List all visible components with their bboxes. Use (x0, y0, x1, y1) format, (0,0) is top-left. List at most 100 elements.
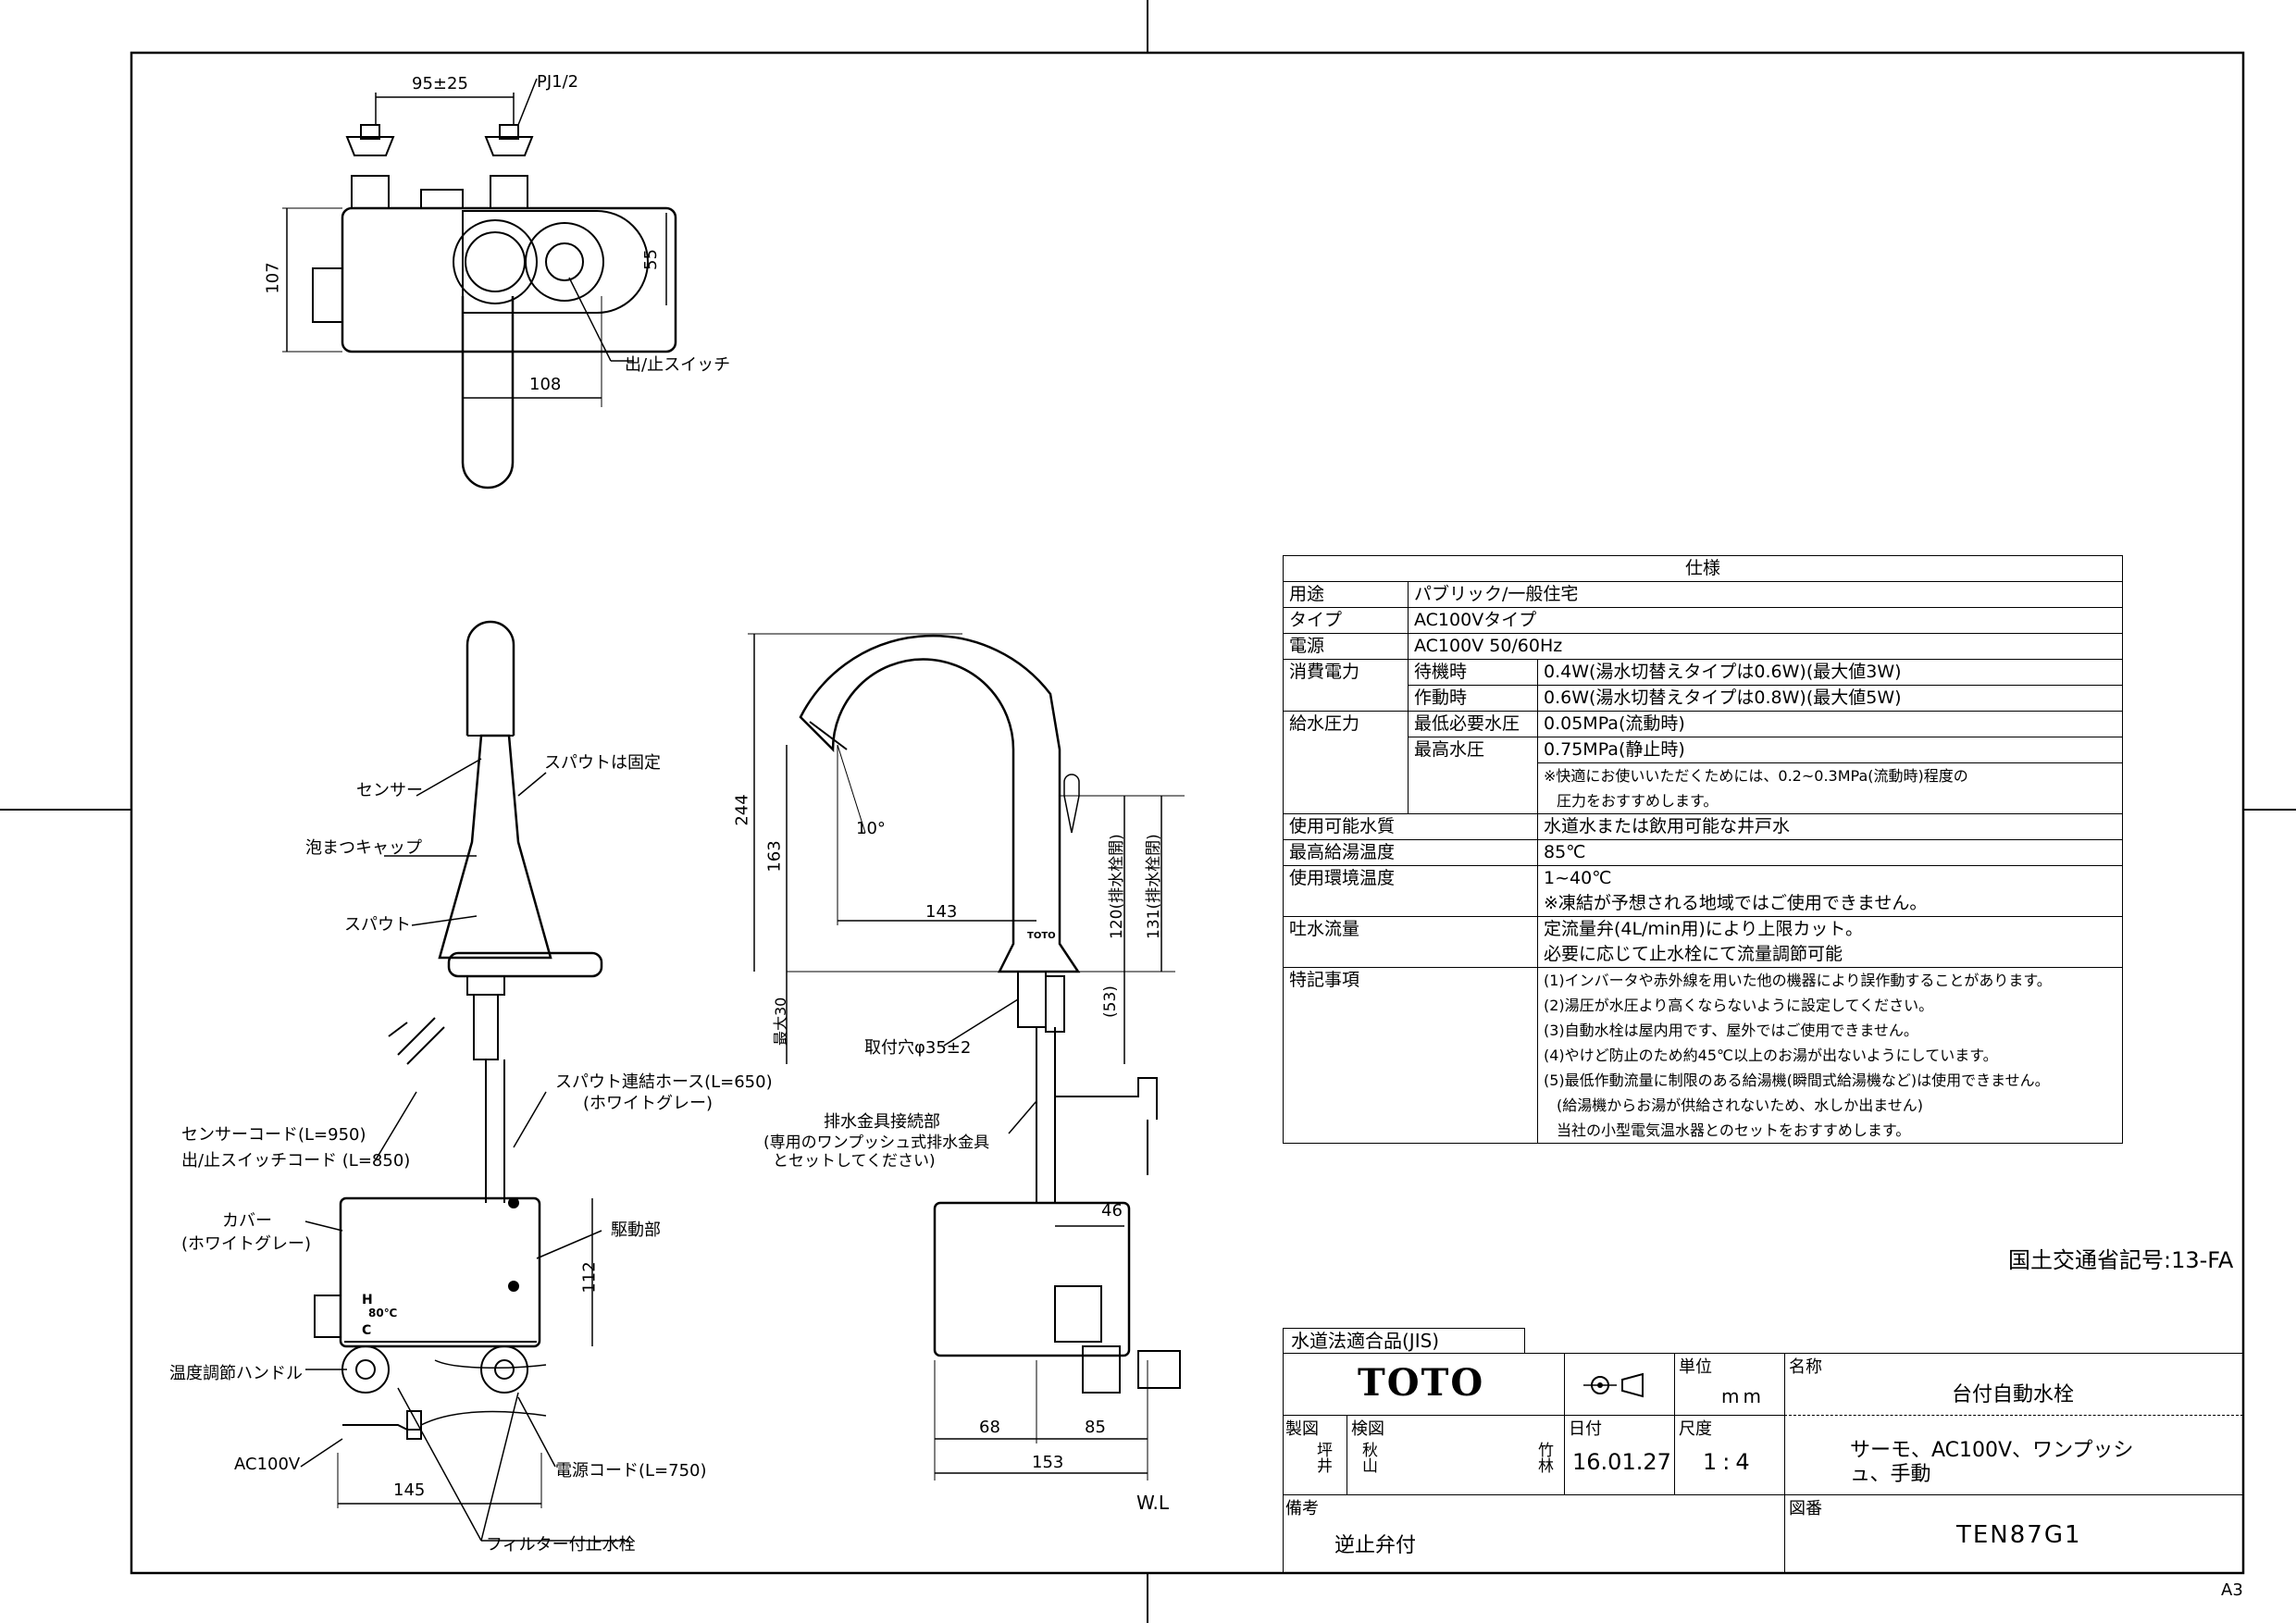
temp-handle-label: 温度調節ハンドル (169, 1364, 303, 1383)
scale-label: 尺度 (1679, 1419, 1712, 1439)
spec-value-pressure-max: 0.75MPa(静止時) (1537, 737, 2123, 763)
spec-pressure-note-1: ※快適にお使いいただくためには、0.2~0.3MPa(流動時)程度の (1537, 762, 2123, 788)
spec-value-use: パブリック/一般住宅 (1408, 581, 2123, 608)
dim-height: 107 (263, 262, 283, 294)
spec-label-power: 消費電力 (1283, 659, 1409, 712)
scale-value: 1:4 (1703, 1449, 1756, 1475)
desc-cell: サーモ、AC100V、ワンプッシ ュ、手動 (1784, 1415, 2243, 1495)
ac-label: AC100V (234, 1455, 301, 1474)
drive-label: 駆動部 (611, 1220, 661, 1240)
temp-80: 80℃ (368, 1307, 398, 1319)
dim-131: 131(排水栓閉) (1145, 834, 1163, 939)
spec-value-pressure-min: 0.05MPa(流動時) (1537, 711, 2123, 737)
spec-value-flow-1: 定流量弁(4L/min用)により上限カット。 (1537, 916, 2123, 942)
spec-label-active: 作動時 (1408, 685, 1538, 712)
dim-153: 153 (1032, 1453, 1064, 1472)
cover-label: カバー (222, 1211, 272, 1231)
dim-pj: PJ1/2 (537, 72, 579, 92)
spec-value-active: 0.6W(湯水切替えタイプは0.8W)(最大値5W) (1537, 685, 2123, 712)
jis-label: 水道法適合品(JIS) (1283, 1328, 1525, 1354)
date-label: 日付 (1569, 1419, 1602, 1439)
unit-label: 単位 (1679, 1357, 1712, 1377)
switch-cord-label: 出/止スイッチコード (L=850) (181, 1151, 411, 1171)
unit-cell: 単位 mm (1674, 1353, 1785, 1416)
spec-note-1: (1)インバータや赤外線を用いた他の機器により誤作動することがあります。 (1537, 967, 2123, 993)
desc-line-1: サーモ、AC100V、ワンプッシ (1850, 1439, 2134, 1462)
sensor-label: センサー (356, 781, 423, 800)
spec-label-standby: 待機時 (1408, 659, 1538, 686)
hose-label: スパウト連結ホース(L=650) (555, 1072, 773, 1092)
spec-label-notes: 特記事項 (1283, 967, 1538, 1144)
spec-value-water: 水道水または飲用可能な井戸水 (1537, 813, 2123, 840)
scale-cell: 尺度 1:4 (1674, 1415, 1785, 1495)
logo-cell: TOTO (1283, 1353, 1565, 1416)
spout-label: スパウト (344, 915, 411, 935)
aerator-label: 泡まつキャップ (305, 838, 422, 858)
dim-85: 85 (1085, 1418, 1106, 1437)
drawn-value: 坪井 (1313, 1442, 1332, 1473)
spec-env-note: ※凍結が予想される地域ではご使用できません。 (1537, 891, 2123, 917)
projection-symbol-cell (1564, 1353, 1675, 1416)
filter-label: フィルター付止水栓 (486, 1535, 636, 1555)
spec-value-standby: 0.4W(湯水切替えタイプは0.6W)(最大値3W) (1537, 659, 2123, 686)
switch-label: 出/止スイッチ (625, 355, 731, 375)
power-cord-label: 電源コード(L=750) (555, 1461, 707, 1481)
drawing-number-label: 図番 (1789, 1499, 1822, 1518)
spec-note-6: (給湯機からお湯が供給されないため、水しか出ません) (1537, 1093, 2123, 1118)
desc-line-2: ュ、手動 (1850, 1463, 1931, 1486)
dim-68: 68 (979, 1418, 1000, 1437)
spec-label-pressure-max: 最高水圧 (1408, 737, 1538, 814)
spec-note-5: (5)最低作動流量に制限のある給湯機(瞬間式給湯機など)は使用できません。 (1537, 1068, 2123, 1093)
name-value: 台付自動水栓 (1952, 1383, 2075, 1406)
sheet-size: A3 (2221, 1580, 2243, 1600)
drawn-cell: 製図 坪井 (1283, 1415, 1347, 1495)
fixed-label: スパウトは固定 (544, 753, 661, 773)
date-cell: 日付 16.01.27 (1564, 1415, 1675, 1495)
dim-120: 120(排水栓開) (1108, 834, 1126, 939)
temp-h: H (362, 1293, 373, 1307)
drawn-label: 製図 (1285, 1419, 1319, 1439)
toto-logo: TOTO (1358, 1361, 1485, 1405)
temp-c: C (362, 1323, 372, 1338)
drain-label-3: とセットしてください) (773, 1152, 936, 1171)
spec-note-3: (3)自動水栓は屋内用です、屋外ではご使用できません。 (1537, 1018, 2123, 1043)
drawing-border (130, 51, 2245, 1575)
spec-label-env: 使用環境温度 (1283, 865, 1538, 917)
remarks-value: 逆止弁付 (1334, 1534, 1417, 1557)
drawing-number-cell: 図番 TEN87G1 (1784, 1494, 2243, 1573)
checked-label: 検図 (1351, 1419, 1384, 1439)
checked-value-1: 秋山 (1359, 1442, 1377, 1473)
hose-color-label: (ホワイトグレー) (583, 1094, 714, 1113)
spec-value-env: 1~40℃ (1537, 865, 2123, 891)
front-view (300, 620, 629, 1542)
sensor-cord-label: センサーコード(L=950) (181, 1125, 366, 1145)
dim-53: (53) (1101, 985, 1120, 1018)
dim-hole: 取付穴φ35±2 (864, 1038, 972, 1058)
drain-label: 排水金具接続部 (824, 1112, 940, 1132)
dim-button: 55 (640, 249, 661, 270)
checked-cell: 検図 秋山 竹林 (1347, 1415, 1565, 1495)
remarks-label: 備考 (1285, 1499, 1319, 1518)
spec-value-power-source: AC100V 50/60Hz (1408, 633, 2123, 660)
spec-label-power-source: 電源 (1283, 633, 1409, 660)
water-level-label: W.L (1136, 1492, 1169, 1514)
spec-note-2: (2)湯圧が水圧より高くならないように設定してください。 (1537, 993, 2123, 1018)
projection-symbol-icon (1583, 1372, 1644, 1398)
spec-note-4: (4)やけど防止のため約45℃以上のお湯が出ないようにしています。 (1537, 1043, 2123, 1068)
spec-title: 仕様 (1283, 555, 2123, 582)
drain-label-2: (専用のワンプッシュ式排水金具 (763, 1134, 990, 1152)
side-view (748, 633, 1185, 1481)
dim-244: 244 (732, 794, 752, 826)
spec-label-hot: 最高給湯温度 (1283, 839, 1538, 866)
spec-note-7: 当社の小型電気温水器とのセットをおすすめします。 (1537, 1118, 2123, 1144)
name-cell: 名称 台付自動水栓 (1784, 1353, 2243, 1416)
spec-label-pressure-min: 最低必要水圧 (1408, 711, 1538, 737)
spec-value-type: AC100Vタイプ (1408, 607, 2123, 634)
drawing-number: TEN87G1 (1956, 1521, 2082, 1549)
dim-163: 163 (764, 840, 785, 873)
name-label: 名称 (1789, 1357, 1822, 1377)
dim-width: 145 (393, 1481, 426, 1500)
dim-drive: 112 (579, 1261, 600, 1294)
